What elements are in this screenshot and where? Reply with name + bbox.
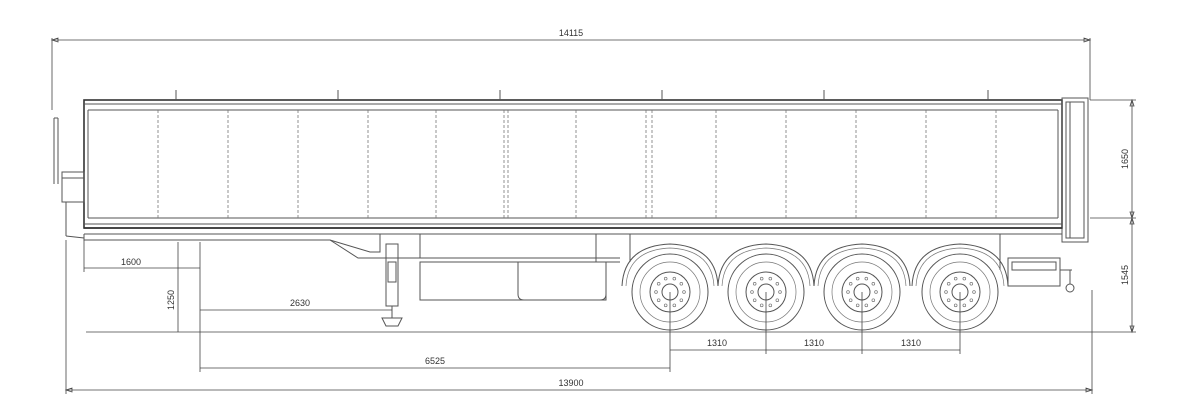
- wheel-stud: [672, 276, 677, 281]
- wheel-stud: [871, 282, 876, 286]
- wheel-fenders: [621, 243, 1009, 287]
- wheel-stud: [864, 276, 869, 281]
- fender: [911, 243, 1009, 287]
- wheel-stud: [962, 303, 967, 308]
- wheel-stud: [768, 276, 773, 281]
- wheel-stud: [871, 298, 876, 302]
- wheel-stud: [768, 303, 773, 308]
- wheel-stud: [848, 298, 853, 302]
- dim-front-overhang: 1600: [121, 257, 141, 267]
- wheel-stud: [752, 298, 757, 302]
- landing-gear: [381, 243, 403, 327]
- front-ladder: [53, 117, 85, 239]
- fender-inner: [817, 247, 907, 287]
- fender: [621, 243, 719, 287]
- wheel-stud: [953, 276, 958, 281]
- wheel-stud: [969, 298, 974, 302]
- fender-inner: [721, 247, 811, 287]
- wheel-stud: [953, 303, 958, 308]
- fender: [813, 243, 911, 287]
- wheel-stud: [672, 303, 677, 308]
- wheel-stud: [682, 290, 686, 294]
- dim-axle-spacing-1: 1310: [707, 338, 727, 348]
- wheel-stud: [778, 290, 782, 294]
- wheel-stud: [972, 290, 976, 294]
- fender-inner: [625, 247, 715, 287]
- roof-hooks: [175, 90, 989, 100]
- fender-inner: [915, 247, 1005, 287]
- wheel-stud: [864, 303, 869, 308]
- wheel-stud: [679, 282, 684, 286]
- wheel-stud: [775, 282, 780, 286]
- wheel-stud: [855, 276, 860, 281]
- wheel-stud: [855, 303, 860, 308]
- dim-kingpin-first-axle: 6525: [425, 356, 445, 366]
- dim-kingpin-landing-gear: 2630: [290, 298, 310, 308]
- dim-chassis-height: 1545: [1120, 265, 1130, 285]
- fender: [717, 243, 815, 287]
- wheel-stud: [848, 282, 853, 286]
- wheel-stud: [663, 303, 668, 308]
- dim-coupling-height: 1250: [166, 290, 176, 310]
- wheel-stud: [656, 298, 661, 302]
- trailer-body: [83, 90, 1063, 229]
- dim-body-height: 1650: [1120, 149, 1130, 169]
- wheel-stud: [962, 276, 967, 281]
- wheel-stud: [654, 290, 658, 294]
- wheel-stud: [663, 276, 668, 281]
- dim-axle-spacing-2: 1310: [804, 338, 824, 348]
- wheel-stud: [759, 303, 764, 308]
- wheel-stud: [874, 290, 878, 294]
- wheel-stud: [656, 282, 661, 286]
- dimension-lines: [50, 37, 1136, 394]
- tarpaulin-bows: [157, 110, 997, 218]
- wheel-stud: [946, 282, 951, 286]
- wheel-stud: [679, 298, 684, 302]
- wheel-stud: [969, 282, 974, 286]
- wheel-stud: [759, 276, 764, 281]
- wheel-stud: [946, 298, 951, 302]
- wheel-stud: [750, 290, 754, 294]
- wheel-stud: [775, 298, 780, 302]
- wheels: [631, 253, 999, 331]
- rear-door-frame: [1061, 97, 1089, 243]
- dim-axle-spacing-3: 1310: [901, 338, 921, 348]
- chassis: [83, 227, 1075, 301]
- wheel-stud: [846, 290, 850, 294]
- dim-overall-length-top: 14115: [559, 28, 583, 38]
- dim-overall-length-bottom: 13900: [558, 378, 583, 388]
- wheel-stud: [752, 282, 757, 286]
- wheel-stud: [944, 290, 948, 294]
